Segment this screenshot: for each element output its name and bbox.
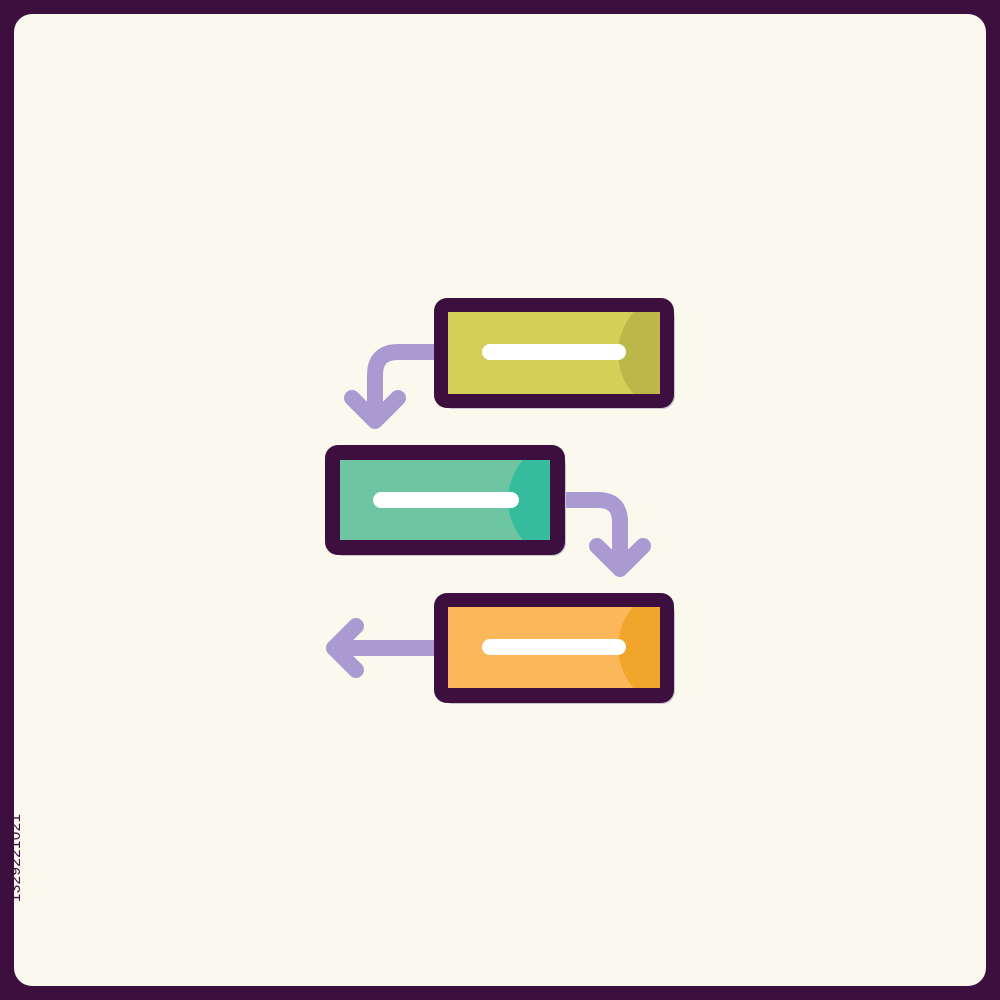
arrow-head [589,538,651,577]
box-shade [618,607,660,688]
step-box-bottom [434,593,675,704]
arrow-bottom-exit [326,618,440,678]
box-text-line [482,344,626,360]
step-box-middle [325,445,566,556]
box-shade [618,312,660,394]
arrow-shaft [560,492,628,574]
stock-image-id: 1329221021 [7,813,24,902]
step-box-top [434,298,675,409]
arrow-middle-to-bottom [560,492,651,577]
arrow-head [344,390,406,429]
arrow-head [326,618,364,678]
arrow-top-to-middle [344,344,440,429]
box-text-line [373,492,519,508]
arrow-shaft [367,344,440,426]
box-shade [508,460,550,540]
box-text-line [482,639,626,655]
